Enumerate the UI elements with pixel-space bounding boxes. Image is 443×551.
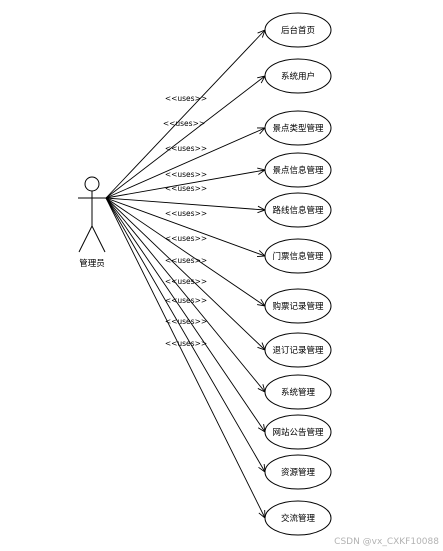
use-case: 交流管理 (264, 500, 332, 536)
use-case-ellipse (264, 58, 332, 94)
association-line (105, 197, 266, 211)
use-case: 系统管理 (264, 374, 332, 410)
association-line (105, 29, 266, 199)
uses-label: <<uses>> (165, 277, 207, 286)
use-case-label: 购票记录管理 (272, 301, 324, 312)
uses-label: <<uses>> (165, 296, 207, 305)
use-case: 购票记录管理 (264, 288, 332, 324)
use-case-label: 路线信息管理 (272, 205, 324, 216)
uses-label: <<uses>> (163, 119, 205, 128)
use-case: 后台首页 (264, 12, 332, 48)
uses-label: <<uses>> (165, 234, 207, 243)
use-case-ellipse (264, 454, 332, 490)
association-line (105, 75, 266, 199)
association-line (105, 127, 266, 199)
association-line (105, 197, 266, 433)
use-case: 网站公告管理 (264, 414, 332, 450)
uses-label-layer: <<uses>> <<uses>> <<uses>> <<uses>> <<uses>>… (163, 94, 207, 348)
use-case: 景点信息管理 (264, 152, 332, 188)
use-case-layer: 后台首页系统用户景点类型管理景点信息管理路线信息管理门票信息管理购票记录管理退订… (264, 12, 332, 536)
use-case-label: 系统管理 (281, 387, 316, 398)
actor-head (84, 176, 100, 192)
use-case: 系统用户 (264, 58, 332, 94)
use-case-label: 后台首页 (281, 25, 315, 36)
connector-layer (105, 29, 267, 519)
uses-label: <<uses>> (165, 339, 207, 348)
use-case-ellipse (264, 374, 332, 410)
use-case-ellipse (264, 192, 332, 228)
association-line (105, 197, 266, 473)
use-case-label: 退订记录管理 (272, 345, 324, 356)
uses-label: <<uses>> (165, 184, 207, 193)
use-case-label: 系统用户 (281, 71, 315, 82)
actor-admin: 管理员 (78, 176, 106, 269)
use-case-ellipse (264, 152, 332, 188)
uses-label: <<uses>> (165, 317, 207, 326)
use-case-label: 景点类型管理 (272, 123, 324, 134)
actor-name: 管理员 (79, 258, 105, 269)
use-case: 退订记录管理 (264, 332, 332, 368)
association-line (105, 197, 266, 307)
association-line (105, 197, 266, 257)
uses-label: <<uses>> (165, 256, 207, 265)
watermark: CSDN @vx_CXKF10088 (334, 537, 439, 547)
association-line (105, 197, 266, 351)
uses-label: <<uses>> (165, 170, 207, 179)
use-case: 景点类型管理 (264, 110, 332, 146)
use-case: 路线信息管理 (264, 192, 332, 228)
use-case-label: 资源管理 (281, 467, 316, 478)
use-case-ellipse (264, 110, 332, 146)
arrowhead (258, 463, 266, 473)
use-case-label: 交流管理 (281, 513, 316, 524)
use-case-label: 门票信息管理 (272, 251, 324, 262)
uses-label: <<uses>> (165, 209, 207, 218)
use-case-ellipse (264, 332, 332, 368)
use-case-label: 景点信息管理 (272, 165, 324, 176)
use-case-ellipse (264, 288, 332, 324)
association-line (105, 197, 266, 519)
use-case: 资源管理 (264, 454, 332, 490)
association-line (105, 169, 266, 199)
actor-right-leg (91, 225, 106, 253)
use-case-ellipse (264, 12, 332, 48)
uses-label: <<uses>> (165, 94, 207, 103)
uses-label: <<uses>> (165, 144, 207, 153)
use-case: 门票信息管理 (264, 238, 332, 274)
use-case-ellipse (264, 238, 332, 274)
use-case-label: 网站公告管理 (272, 427, 324, 438)
use-case-ellipse (264, 414, 332, 450)
actor-left-leg (78, 225, 93, 253)
association-line (105, 197, 266, 393)
use-case-ellipse (264, 500, 332, 536)
